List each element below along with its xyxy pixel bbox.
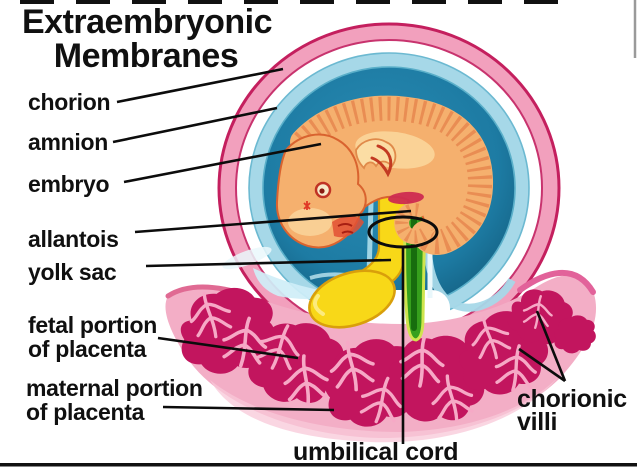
yolk-sac-gloss xyxy=(312,294,325,316)
placenta-right-edge xyxy=(517,270,596,295)
otic-curve xyxy=(370,144,393,178)
branchial-grooves xyxy=(337,223,354,234)
figure-title-line1: Extraembryonic xyxy=(22,3,272,41)
embryo-eye-pupil xyxy=(319,188,325,194)
label-yolk-sac: yolk sac xyxy=(28,259,117,285)
placenta xyxy=(165,270,597,443)
head-highlight xyxy=(288,208,332,236)
maternal-portion-leader-line xyxy=(162,405,335,412)
figure-title-line2: Membranes xyxy=(54,37,238,75)
bottom-border-line xyxy=(0,463,637,467)
label-chorion: chorion xyxy=(28,89,110,115)
label-allantois: allantois xyxy=(28,226,119,252)
label-fetal-portion-line2: of placenta xyxy=(28,336,147,362)
branchial-arches xyxy=(332,216,364,238)
chorionic-villi-leader-line-2 xyxy=(518,347,566,383)
label-chorionic-villi-line1: chorionic xyxy=(517,385,627,413)
cord-attachment xyxy=(388,191,424,205)
limb-bud xyxy=(355,138,397,170)
red-marking xyxy=(303,201,311,210)
embryo-back-band xyxy=(290,95,494,255)
placenta-lower-shading xyxy=(210,375,560,443)
amnion-leader-line xyxy=(112,106,278,144)
yolk-sac-leader-line xyxy=(145,258,392,268)
label-chorionic-villi-line2: villi xyxy=(517,408,557,436)
label-fetal-portion-line1: fetal portion xyxy=(28,312,157,338)
label-maternal-portion-line1: maternal portion xyxy=(26,375,203,401)
label-amnion: amnion xyxy=(28,129,108,155)
chorionic-villi-leader-line-1 xyxy=(535,310,567,382)
allantois-leader-line xyxy=(134,209,412,234)
label-maternal-portion-line2: of placenta xyxy=(26,399,145,425)
embryo-figure xyxy=(275,95,494,255)
chorion-leader-line xyxy=(116,67,284,104)
yolk-sac-shape xyxy=(308,269,396,329)
label-umbilical-cord: umbilical cord xyxy=(293,438,458,466)
leader-lines xyxy=(112,67,567,444)
label-embryo: embryo xyxy=(28,171,110,197)
fetal-portion-leader-line xyxy=(157,336,299,360)
embryo-leader-line xyxy=(123,142,322,184)
